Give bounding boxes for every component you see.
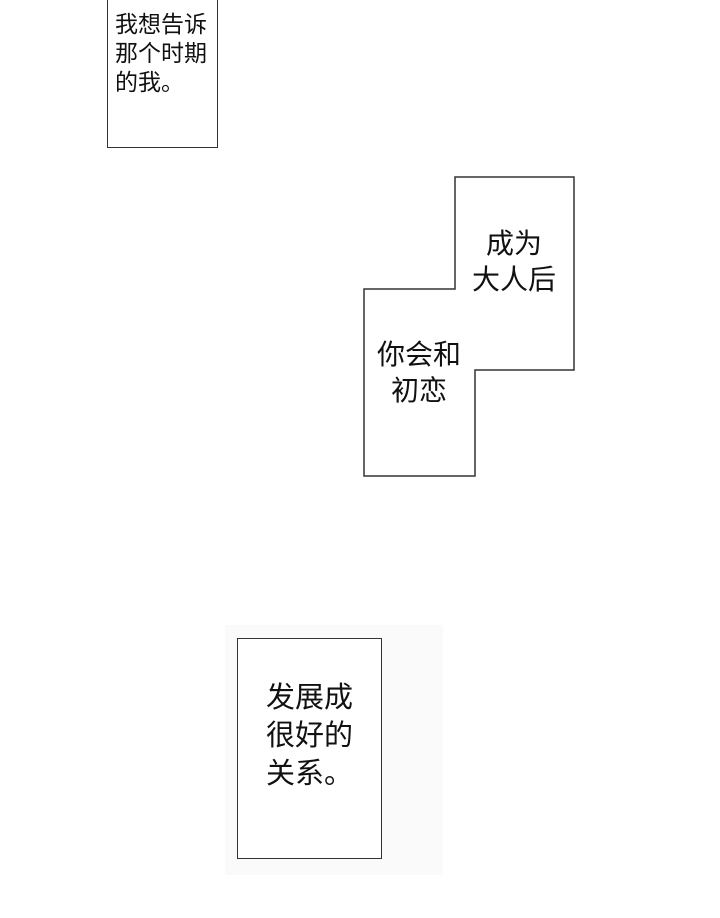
- caption-line: 关系。: [266, 756, 354, 790]
- caption-box-1: [107, 0, 218, 148]
- caption-text-2: 成为 大人后: [472, 226, 556, 298]
- caption-text-1: 我想告诉 那个时期 的我。: [115, 11, 207, 98]
- caption-line: 成为: [486, 227, 543, 260]
- caption-text-3: 你会和 初恋: [377, 337, 461, 409]
- caption-line: 你会和: [377, 338, 462, 371]
- caption-line: 发展成: [266, 680, 354, 714]
- caption-line: 的我。: [115, 70, 184, 96]
- caption-line: 很好的: [266, 718, 354, 752]
- caption-box-4: [237, 638, 382, 859]
- caption-line: 那个时期: [115, 41, 207, 67]
- caption-line: 我想告诉: [115, 12, 207, 38]
- caption-box-outline: [363, 176, 575, 477]
- caption-line: 大人后: [472, 263, 557, 296]
- caption-line: 初恋: [391, 374, 448, 407]
- caption-text-4: 发展成 很好的 关系。: [266, 678, 353, 792]
